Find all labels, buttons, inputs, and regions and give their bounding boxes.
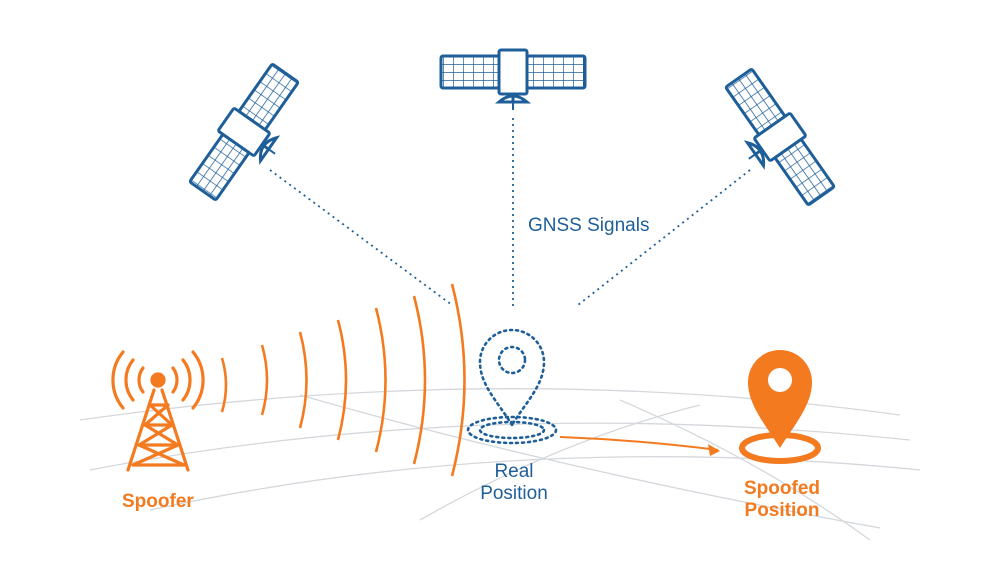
spoofed-position-label: Spoofed Position (736, 478, 828, 522)
spoofer-label: Spoofer (122, 491, 194, 512)
real-position-label-line2: Position (480, 482, 548, 504)
grid-line (419, 404, 701, 521)
wave-arc (260, 344, 269, 416)
satellite-icon (183, 58, 318, 215)
wave-arc (336, 319, 348, 441)
location-pin-icon (466, 328, 558, 445)
real-position-label-line1: Real (494, 461, 534, 482)
wave-arc (374, 307, 387, 453)
wave-arc (298, 331, 308, 429)
signal-line-left (269, 169, 453, 306)
signal-line-right (577, 169, 751, 306)
location-pin-icon (739, 350, 821, 464)
gnss-signals-label: GNSS Signals (528, 215, 650, 236)
grid-line (149, 456, 921, 511)
spoofed-position-label-line2: Position (744, 499, 820, 521)
spoof-arrow (559, 436, 720, 456)
spoofer-signal-waves (220, 283, 466, 477)
gnss-signal-lines (269, 118, 751, 308)
grid-line (619, 399, 871, 541)
grid-line (299, 394, 881, 529)
wave-arc (220, 357, 228, 413)
radio-tower-icon (111, 350, 205, 472)
satellite-icon (439, 48, 587, 112)
spoofed-position-label-line1: Spoofed (744, 478, 820, 499)
real-position-label: Real Position (471, 461, 557, 505)
satellite-icon (706, 63, 841, 220)
wave-arc (412, 295, 427, 465)
wave-arc (450, 283, 466, 477)
